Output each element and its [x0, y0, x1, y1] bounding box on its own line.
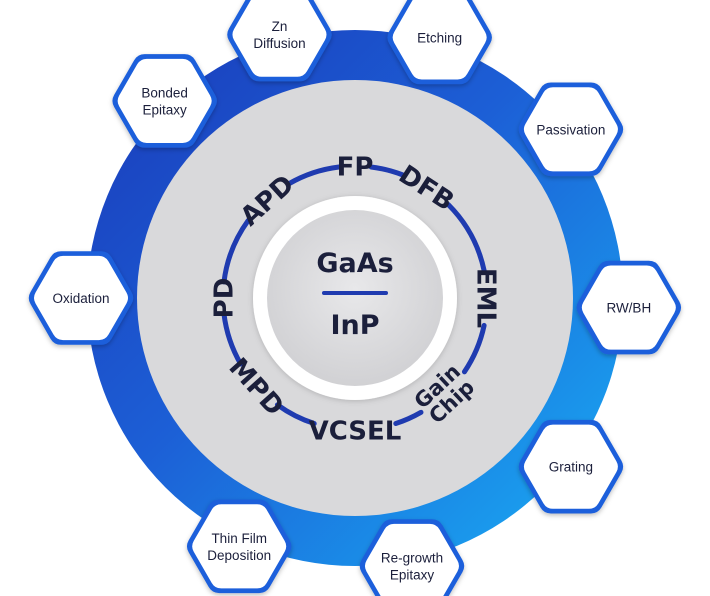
hexagon-label: RW/BH [606, 301, 651, 316]
inner-arc-segment [393, 409, 424, 427]
hexagon-fill [523, 424, 618, 509]
hexagon-fill [192, 504, 287, 589]
inner-ring-label: EML [471, 268, 501, 328]
center-bottom-label: InP [330, 310, 379, 341]
hexagon-fill [33, 255, 129, 341]
hexagon-fill [581, 265, 676, 350]
inner-ring-label: PD [209, 278, 239, 319]
inner-ring-label: VCSEL [309, 416, 402, 446]
process-hexagon: Etching [387, 0, 492, 85]
hexagon-fill [392, 0, 487, 80]
hexagon-fill [364, 523, 459, 596]
inner-arc-segment [461, 322, 487, 375]
process-hexagon: Passivation [518, 82, 624, 177]
hexagon-fill [232, 0, 327, 77]
inner-arc-ring [221, 164, 487, 427]
hexagon-label: Oxidation [52, 291, 109, 306]
hexagon-label: Passivation [536, 122, 605, 137]
inner-arc-segment [445, 202, 487, 274]
hexagon-fill [523, 87, 618, 172]
inner-ring-label: FP [337, 152, 374, 182]
center-circle [267, 210, 443, 386]
inner-arc-segment [221, 311, 244, 367]
hexagon-fill [117, 58, 212, 143]
inner-arc-segment [274, 402, 317, 427]
process-hexagon: Oxidation [28, 251, 134, 345]
center-top-label: GaAs [316, 248, 393, 279]
hexagon-label: Etching [417, 30, 462, 45]
hexagon-label: Grating [549, 460, 593, 475]
inner-arc-segment [286, 164, 342, 187]
process-hexagon: RW/BH [576, 260, 682, 355]
inner-arc-segment [368, 164, 405, 178]
inner-arc-segment [221, 217, 251, 285]
process-hexagon: Grating [518, 419, 624, 514]
